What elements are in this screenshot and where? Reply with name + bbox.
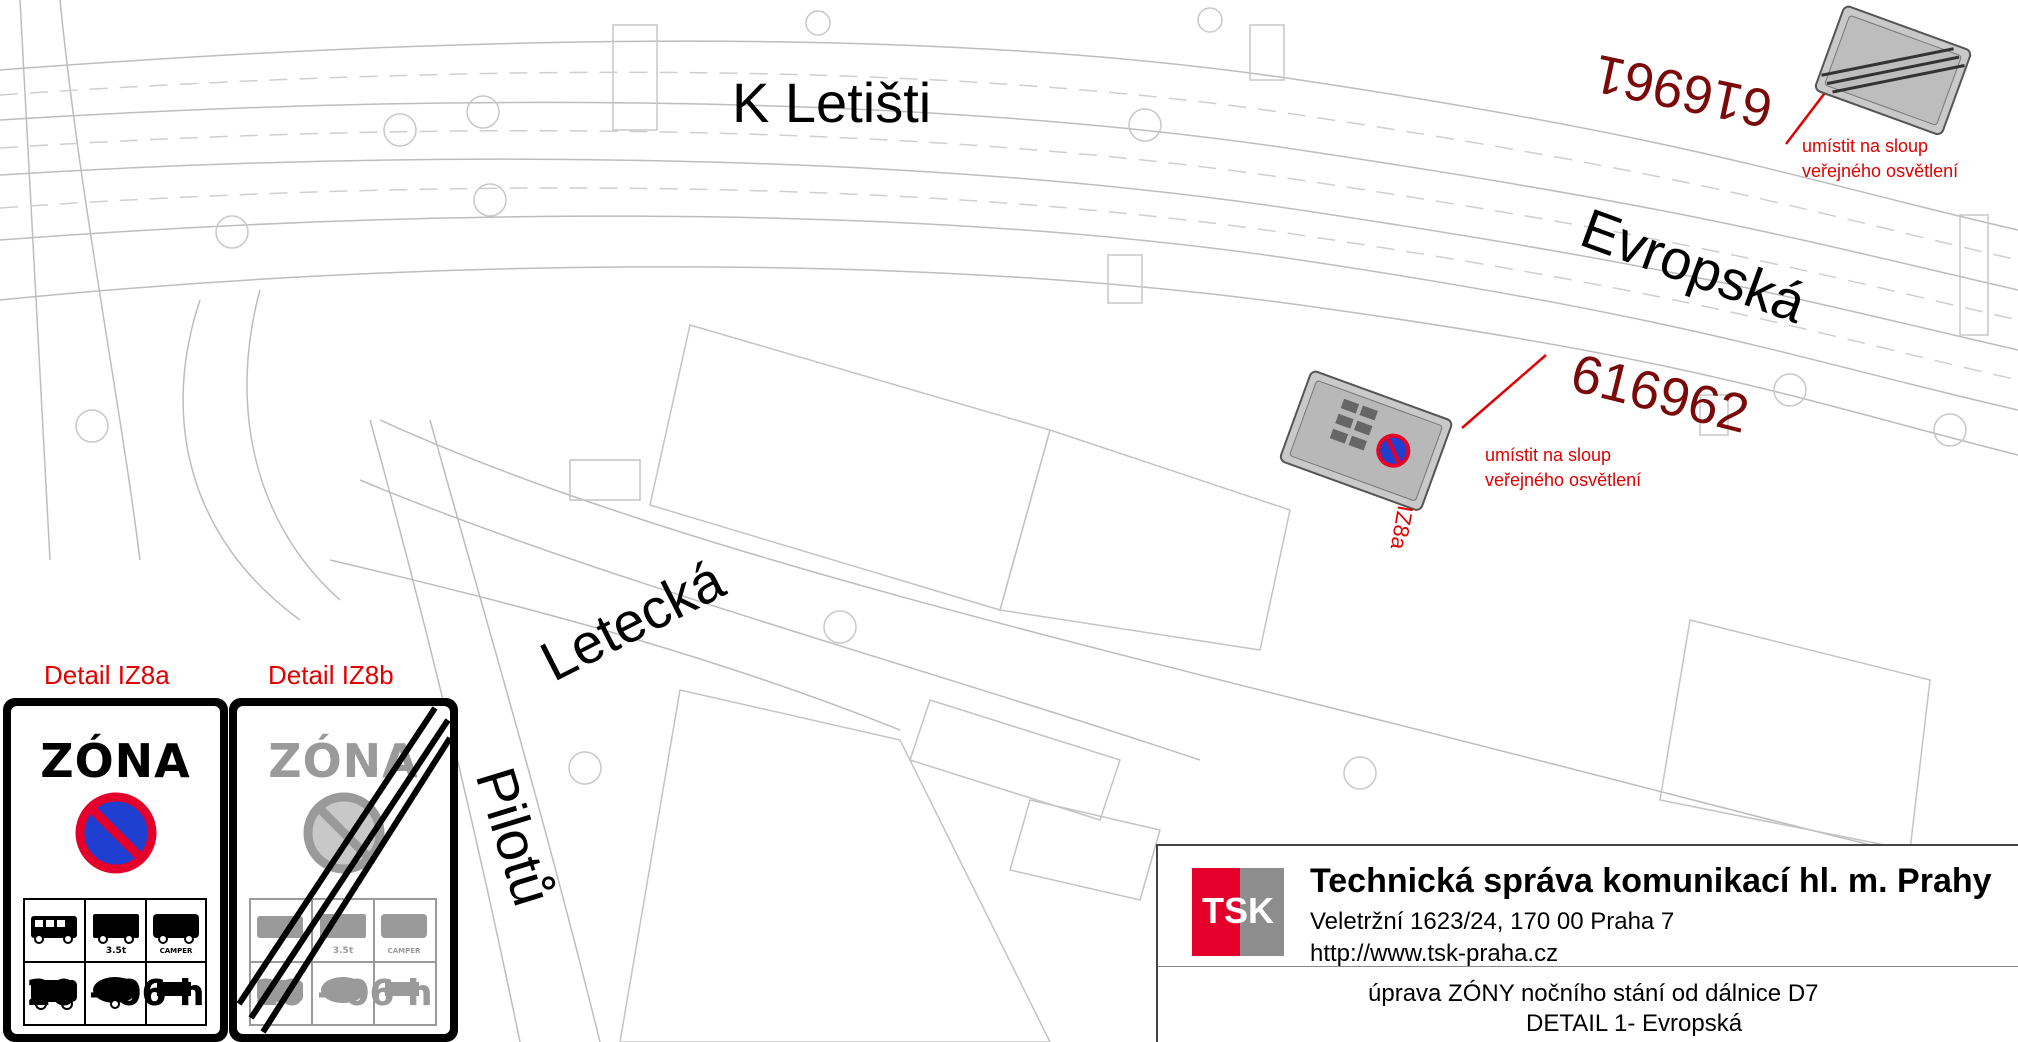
organization-name: Technická správa komunikací hl. m. Prahy (1310, 862, 1992, 900)
mounting-note-616962: umístit na sloup veřejného osvětlení (1485, 443, 1641, 493)
note-line: veřejného osvětlení (1485, 470, 1642, 490)
camper-label: CAMPER (160, 947, 193, 955)
organization-address: Veletržní 1623/24, 170 00 Praha 7 (1310, 908, 1675, 935)
road-edge (19, 0, 51, 561)
road-edge (0, 158, 2018, 351)
building-outline (1659, 619, 1931, 851)
sign-zona-text: ZÓNA (40, 734, 191, 788)
lamp-symbol (1128, 108, 1162, 142)
detail-sign-iz8a: ZÓNA (3, 698, 228, 1042)
road-edge (0, 215, 2018, 411)
lane-marking (0, 129, 2018, 321)
camper-icon (381, 914, 427, 938)
caravan-icon (93, 977, 137, 1003)
truck-weight-label: 3.5t (333, 946, 354, 956)
project-title: úprava ZÓNY nočního stání od dálnice D7 (1368, 980, 1819, 1007)
lamp-symbol (1933, 413, 1967, 447)
road-edge (0, 40, 2018, 231)
road-edge (359, 479, 1201, 761)
organization-url[interactable]: http://www.tsk-praha.cz (1310, 940, 1559, 967)
tsk-logo-text: TSK (1202, 890, 1274, 931)
camper-label: CAMPER (388, 947, 421, 955)
lamp-symbol (466, 95, 500, 129)
truck-icon (93, 914, 139, 938)
road-edge (59, 0, 141, 561)
end-of-zone-stripes (237, 706, 450, 1034)
sign-post-symbol (1699, 394, 1729, 436)
lamp-symbol (75, 409, 109, 443)
tsk-logo: TSK (1192, 868, 1284, 956)
note-line: umístit na sloup (1802, 136, 1929, 156)
lamp-symbol (1343, 756, 1377, 790)
note-line: umístit na sloup (1485, 445, 1612, 465)
road-edge (0, 266, 2018, 456)
sign-post-symbol (612, 24, 658, 131)
mounting-note-616961: umístit na sloup veřejného osvětlení (1802, 134, 1958, 184)
trailer-icon (385, 982, 419, 996)
street-label-k-letisti: K Letišti (732, 71, 932, 134)
road-edge (329, 559, 901, 731)
detail-title-iz8b: Detail IZ8b (268, 660, 394, 690)
truck-weight-label: 3.5t (106, 946, 127, 956)
lamp-symbol (215, 215, 249, 249)
map-sign-616962 (1279, 370, 1453, 511)
lamp-symbol (1197, 7, 1223, 33)
lamp-symbol (473, 183, 507, 217)
trailer-icon (157, 982, 191, 996)
sign-post-symbol (1107, 254, 1143, 304)
sign-hours-text: 20 - 06 h (26, 973, 205, 1014)
road-edge (182, 299, 301, 621)
leader-line-616962 (1461, 354, 1547, 429)
caravan-icon (321, 977, 365, 1003)
note-line: veřejného osvětlení (1802, 161, 1959, 181)
lane-marking (0, 71, 2018, 261)
title-block: TSK Technická správa komunikací hl. m. P… (1156, 844, 2018, 1042)
offroad-car-icon (31, 980, 77, 1002)
camper-icon (153, 914, 199, 938)
building-outline (1009, 799, 1161, 901)
map-sign-616961 (1814, 5, 1972, 136)
lamp-symbol (823, 610, 857, 644)
road-edge (0, 101, 2018, 291)
lamp-symbol (568, 751, 602, 785)
detail-title-iz8a: Detail IZ8a (44, 660, 170, 690)
building-outline (619, 689, 1051, 1042)
road-edge (246, 289, 341, 601)
lamp-symbol (383, 113, 417, 147)
sign-post-symbol (1249, 24, 1285, 81)
building-outline (909, 699, 1121, 821)
lamp-symbol (805, 10, 831, 36)
lane-marking (0, 187, 2018, 381)
vehicle-pictograms: 3.5t CAMPER (23, 898, 207, 1026)
building-outline (999, 429, 1291, 651)
detail-sign-iz8b: ZÓNA 3.5t CAMPER 20 - 06 h (229, 698, 458, 1042)
no-parking-icon (75, 792, 157, 874)
title-block-divider (1158, 966, 2018, 967)
project-detail: DETAIL 1- Evropská (1526, 1010, 1743, 1037)
building-outline (569, 459, 641, 501)
sign-post-symbol (1959, 214, 1989, 336)
sign-zona-text: ZÓNA (268, 734, 419, 788)
road-edge (429, 419, 601, 1042)
lamp-symbol (1773, 373, 1807, 407)
